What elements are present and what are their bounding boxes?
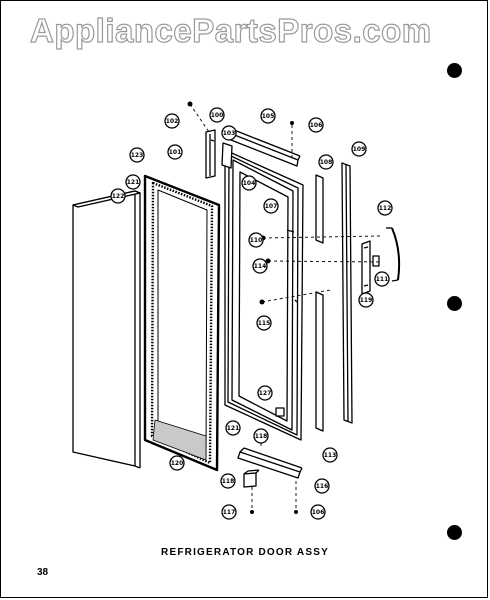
bottom-hinge-block <box>243 469 260 488</box>
side-trim <box>341 162 353 424</box>
callout-104: 104 <box>241 175 257 191</box>
callout-label: 100 <box>211 112 224 119</box>
outer-door-panel <box>72 190 141 469</box>
callout-121-bottom: 121 <box>225 420 241 436</box>
callout-label: 119 <box>360 297 373 304</box>
callout-100: 100 <box>209 107 225 123</box>
callout-label: 104 <box>243 180 256 187</box>
page-number: 38 <box>37 567 49 578</box>
binder-hole-bottom <box>447 525 462 540</box>
callout-label: 116 <box>316 483 329 490</box>
callout-label: 127 <box>259 390 272 397</box>
binder-hole-middle <box>447 296 462 311</box>
callout-label: 120 <box>171 460 184 467</box>
door-handle <box>386 227 401 282</box>
callout-118: 118 <box>253 428 269 444</box>
callout-123: 123 <box>129 147 145 163</box>
hinge-channel <box>205 129 216 179</box>
callout-103: 103 <box>221 125 237 141</box>
callout-label: 110 <box>250 237 263 244</box>
callout-115: 115 <box>256 315 272 331</box>
callout-118-block: 118 <box>220 473 236 489</box>
callout-113: 113 <box>322 447 338 463</box>
callout-107: 107 <box>263 198 279 214</box>
callout-120: 120 <box>169 455 185 471</box>
door-gasket <box>143 174 221 472</box>
callout-119: 119 <box>358 292 374 308</box>
callout-102: 102 <box>164 113 180 129</box>
callout-101: 101 <box>167 144 183 160</box>
callout-label: 103 <box>223 130 236 137</box>
callout-label: 106 <box>310 122 323 129</box>
callout-117: 117 <box>221 504 237 520</box>
callout-106-bottom: 106 <box>310 504 326 520</box>
callout-label: 101 <box>169 149 182 156</box>
callout-label: 105 <box>262 113 275 120</box>
diagram-title: REFRIGERATOR DOOR ASSY <box>161 547 329 558</box>
callout-label: 109 <box>353 146 366 153</box>
callout-109: 109 <box>351 141 367 157</box>
callout-label: 121 <box>127 179 140 186</box>
callout-112: 112 <box>377 200 393 216</box>
handle-bracket <box>361 240 371 295</box>
handle-cap <box>372 255 380 267</box>
hinge-bracket <box>221 142 233 169</box>
stop-block <box>275 407 285 417</box>
callout-label: 118 <box>222 478 235 485</box>
callout-label: 106 <box>312 509 325 516</box>
inner-door-liner <box>224 149 304 441</box>
callout-label: 114 <box>254 263 267 270</box>
callout-114: 114 <box>252 258 268 274</box>
callout-label: 112 <box>379 205 392 212</box>
callout-label: 108 <box>320 159 333 166</box>
callout-106-top: 106 <box>308 117 324 133</box>
callout-label: 118 <box>255 433 268 440</box>
callout-122: 122 <box>110 188 126 204</box>
callout-121-top: 121 <box>125 174 141 190</box>
callout-label: 115 <box>258 320 271 327</box>
bottom-bracket <box>237 447 303 479</box>
callout-label: 117 <box>223 509 236 516</box>
watermark: AppliancePartsPros.com <box>29 11 432 49</box>
callout-108: 108 <box>318 154 334 170</box>
callout-110: 110 <box>248 232 264 248</box>
upper-trim-strip <box>315 174 324 244</box>
binder-hole-top <box>447 63 462 78</box>
callout-116: 116 <box>314 478 330 494</box>
callout-111: 111 <box>374 271 390 287</box>
callout-127: 127 <box>257 385 273 401</box>
callout-label: 122 <box>112 193 125 200</box>
callout-label: 102 <box>166 118 179 125</box>
callout-label: 111 <box>376 276 389 283</box>
lower-trim-strip <box>315 291 324 432</box>
callout-label: 107 <box>265 203 278 210</box>
callout-label: 113 <box>324 452 337 459</box>
callout-label: 123 <box>131 152 144 159</box>
callout-105: 105 <box>260 108 276 124</box>
callout-label: 121 <box>227 425 240 432</box>
